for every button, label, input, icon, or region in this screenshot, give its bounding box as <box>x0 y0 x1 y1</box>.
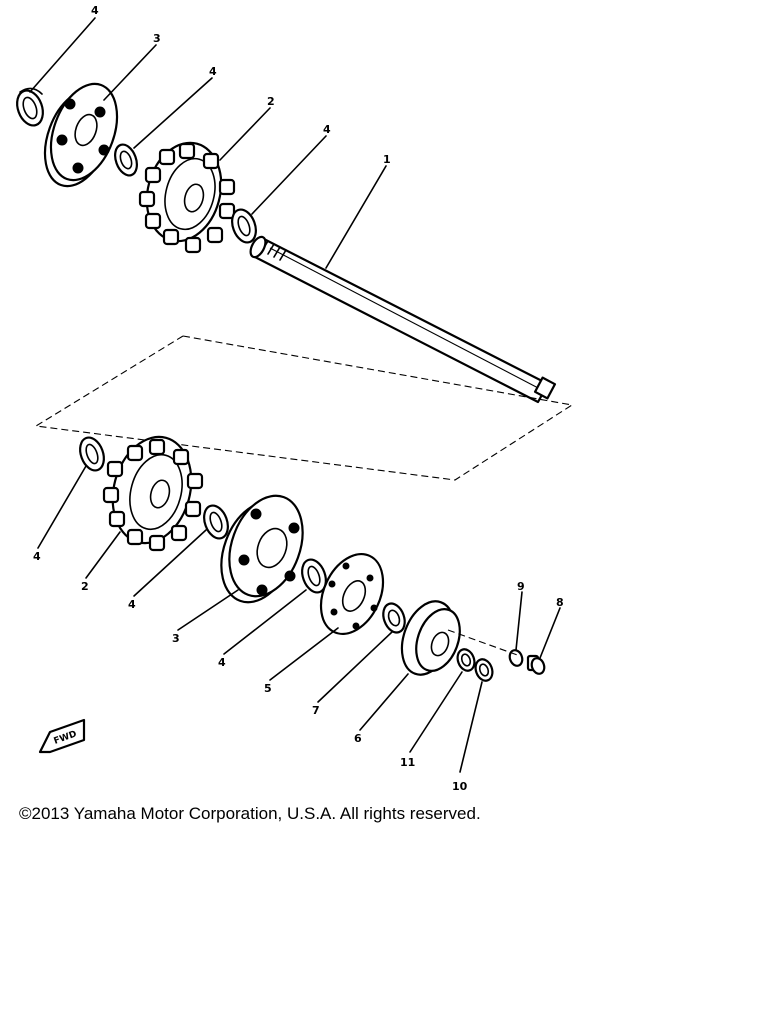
callout-2b: 2 <box>81 580 89 593</box>
callout-4d: 4 <box>33 550 41 563</box>
bolt <box>526 654 546 675</box>
idler-wheel-top <box>43 82 119 188</box>
callout-8: 8 <box>556 596 564 609</box>
callout-1: 1 <box>383 153 391 166</box>
collar <box>456 648 476 672</box>
nut <box>474 658 494 682</box>
callout-5: 5 <box>264 682 272 695</box>
bearing-plate <box>319 553 385 635</box>
callout-10: 10 <box>452 780 468 793</box>
callout-6: 6 <box>354 732 362 745</box>
callout-4c: 4 <box>323 123 331 136</box>
forward-arrow-icon: FWD <box>38 718 86 754</box>
callout-11: 11 <box>400 756 415 769</box>
clip-bottom-mid <box>203 504 229 540</box>
copyright-notice: ©2013 Yamaha Motor Corporation, U.S.A. A… <box>19 804 481 823</box>
callout-2a: 2 <box>267 95 275 108</box>
parts-diagram: 4 3 4 2 4 1 4 2 4 3 4 5 7 6 11 10 9 8 FW… <box>16 4 574 793</box>
callout-4a: 4 <box>91 4 99 17</box>
callout-3a: 3 <box>153 32 161 45</box>
clip-bottom-right <box>301 558 327 594</box>
clip-bottom-left <box>79 436 105 472</box>
idler-wheel-bottom <box>220 494 304 604</box>
leader-lines <box>29 17 561 773</box>
callout-7: 7 <box>312 704 320 717</box>
drive-shaft <box>249 235 557 404</box>
callout-4f: 4 <box>218 656 226 669</box>
sprocket-bottom <box>102 435 204 552</box>
assembly-frame <box>34 335 574 481</box>
callout-numbers: 4 3 4 2 4 1 4 2 4 3 4 5 7 6 11 10 9 8 <box>33 4 564 793</box>
bearing <box>382 602 406 634</box>
sprocket-top <box>138 141 236 254</box>
clip-top-left <box>16 87 44 127</box>
callout-4b: 4 <box>209 65 217 78</box>
washer <box>508 649 524 667</box>
clip-top-right <box>231 208 257 244</box>
callout-4e: 4 <box>128 598 136 611</box>
callout-3b: 3 <box>172 632 180 645</box>
bearing-housing <box>400 600 461 676</box>
clip-top-mid <box>114 143 138 177</box>
callout-9: 9 <box>517 580 525 593</box>
